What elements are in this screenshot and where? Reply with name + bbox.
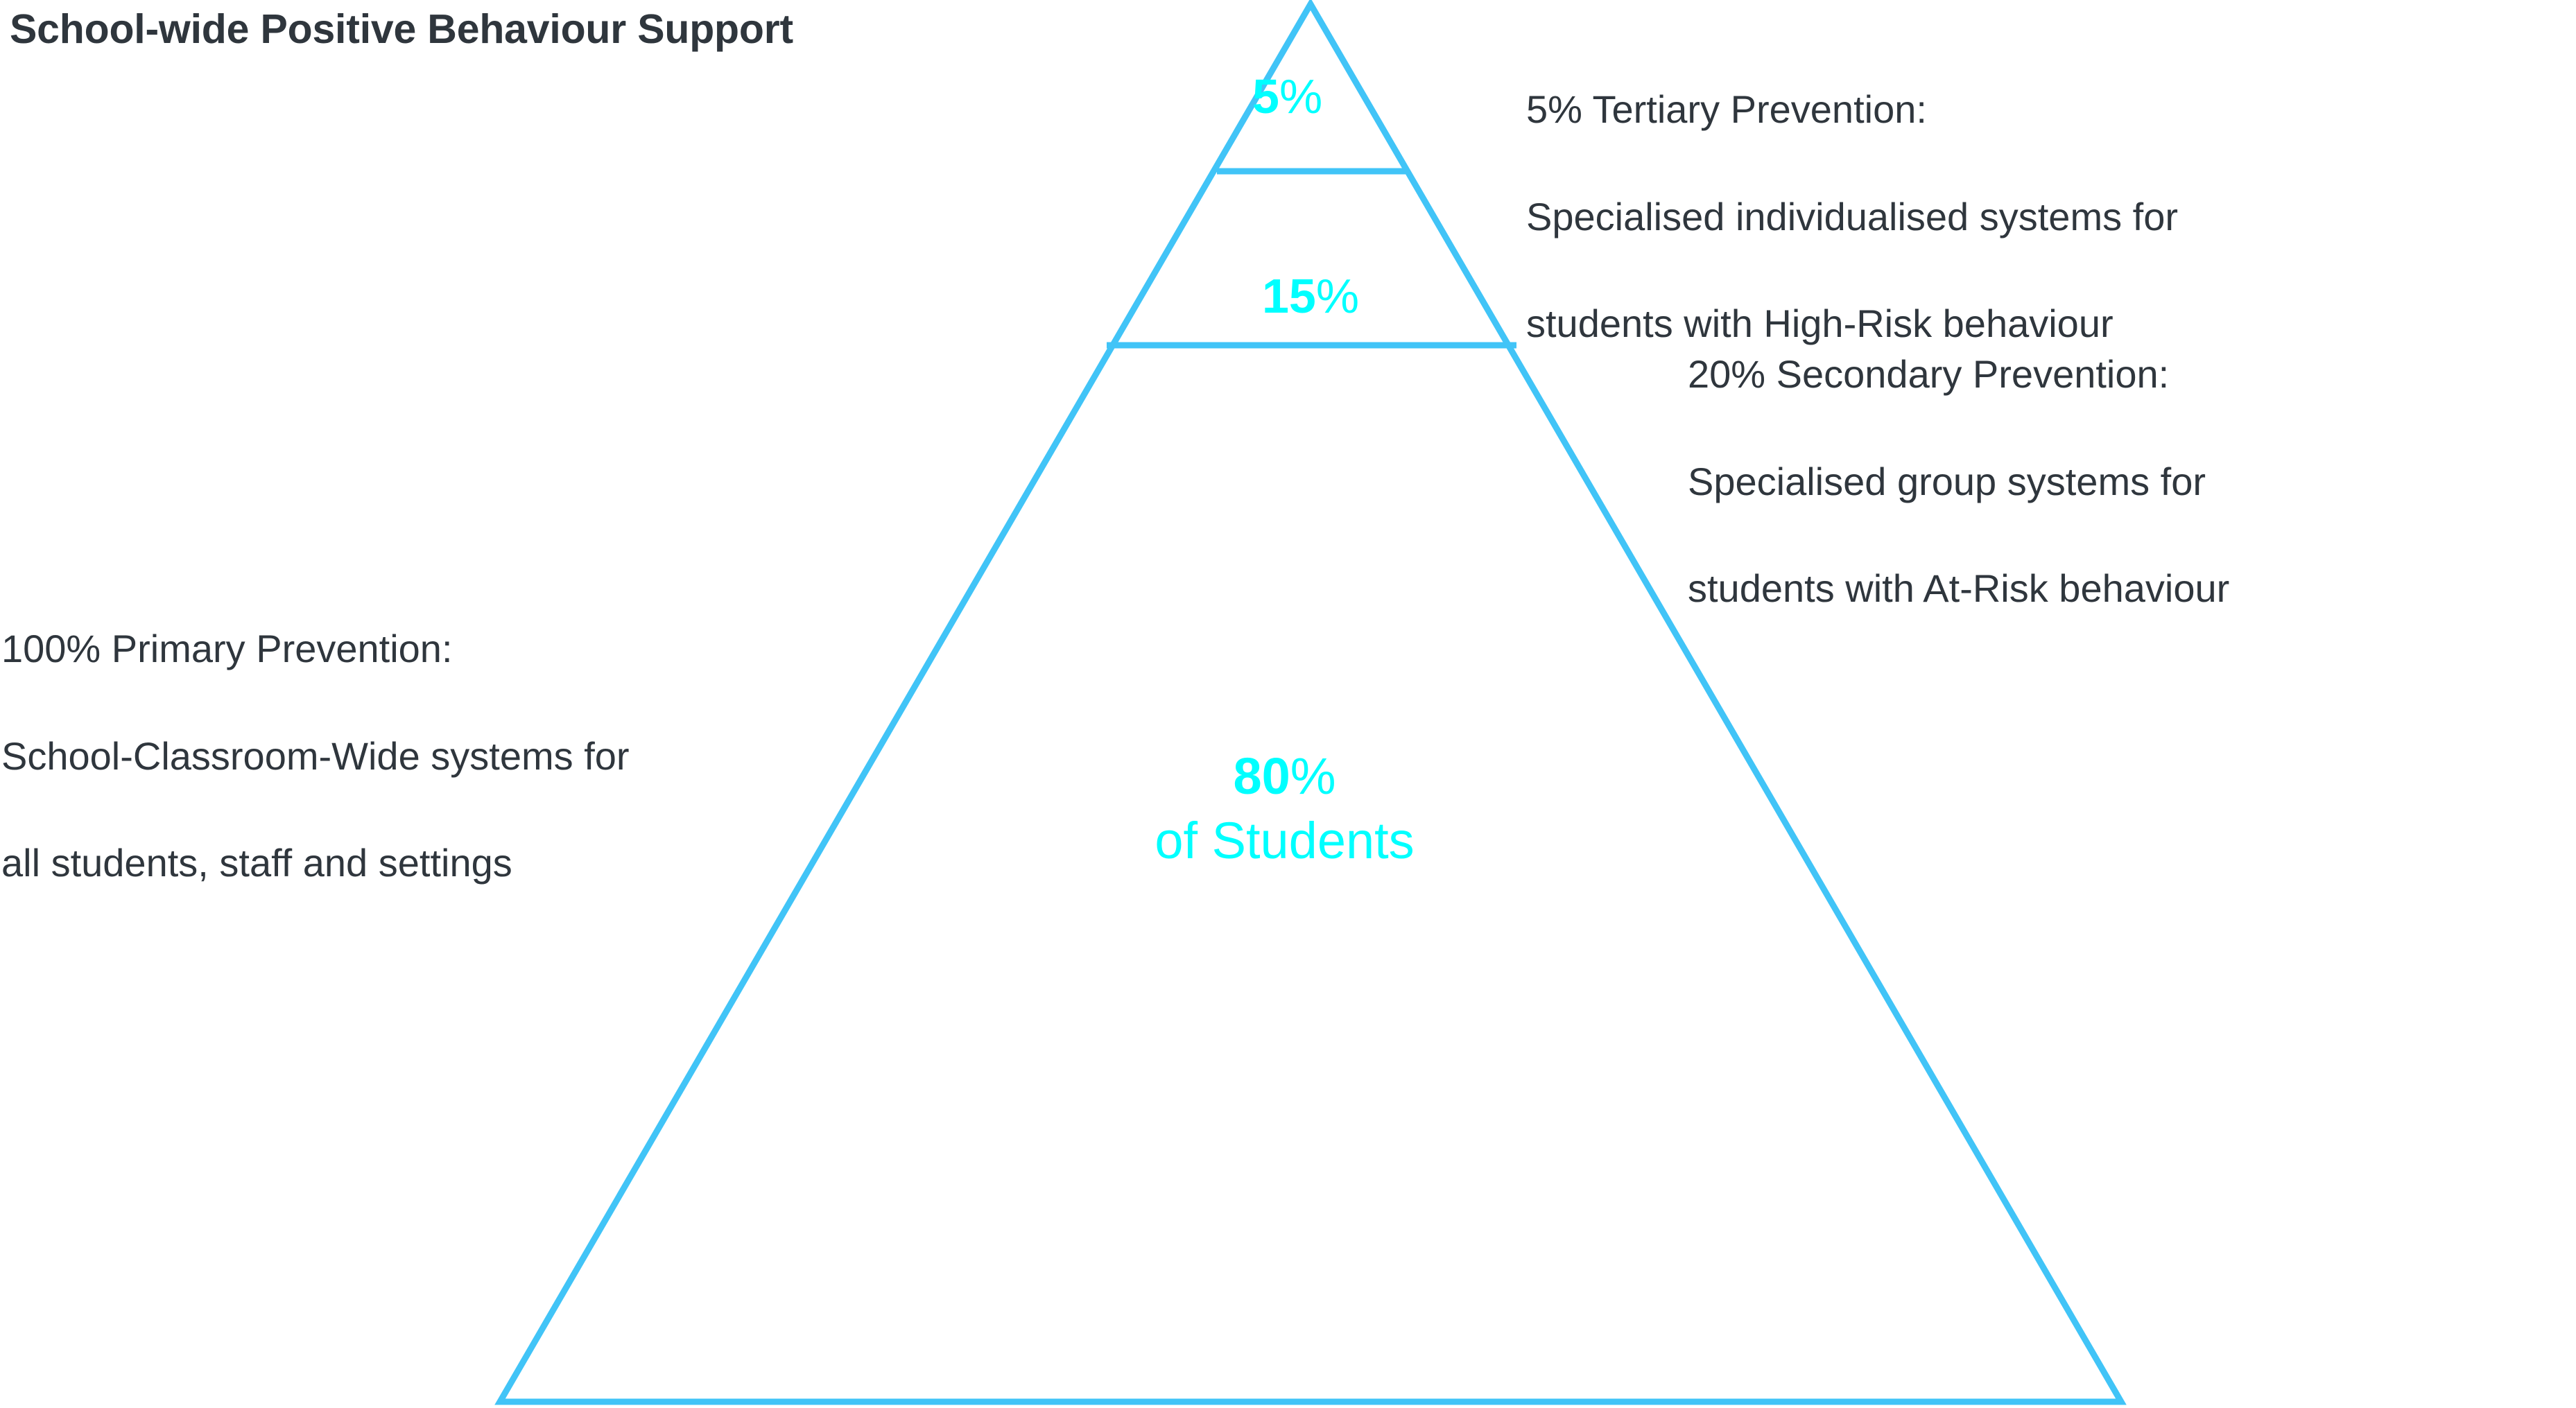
pyramid-band-label-secondary: 15%	[1262, 272, 1359, 320]
annotation-primary-line-2: School-Classroom-Wide systems for	[1, 733, 630, 778]
page-title: School-wide Positive Behaviour Support	[10, 6, 793, 52]
annotation-secondary-line-1: 20% Secondary Prevention:	[1688, 352, 2170, 397]
annotation-secondary-line-2: Specialised group systems for	[1688, 459, 2206, 503]
annotation-tertiary: 5% Tertiary Prevention: Specialised indi…	[1526, 29, 2525, 404]
pyramid-outline	[494, 0, 2127, 1405]
annotation-secondary: 20% Secondary Prevention: Specialised gr…	[1688, 294, 2555, 669]
pyramid-band-label-tertiary: 5%	[1252, 72, 1322, 121]
pyramid-band-value-secondary: 15	[1262, 269, 1316, 323]
annotation-primary-line-1: 100% Primary Prevention:	[1, 627, 453, 671]
pyramid-band-percent-primary: %	[1290, 747, 1336, 805]
annotation-primary: 100% Primary Prevention: School-Classroo…	[1, 568, 924, 944]
pyramid-band-value-line: 80%	[0, 750, 2573, 802]
annotation-secondary-line-3: students with At-Risk behaviour	[1688, 566, 2230, 611]
pyramid-band-percent-tertiary: %	[1279, 69, 1323, 123]
annotation-primary-line-3: all students, staff and settings	[1, 841, 512, 885]
pyramid-band-caption-primary: of Students	[1155, 812, 1415, 870]
annotation-tertiary-line-2: Specialised individualised systems for	[1526, 194, 2178, 238]
pyramid-band-percent-secondary: %	[1315, 269, 1360, 323]
annotation-tertiary-line-1: 5% Tertiary Prevention:	[1526, 87, 1927, 132]
pyramid-band-value-tertiary: 5	[1252, 69, 1279, 123]
pyramid-band-value-primary: 80	[1233, 747, 1290, 805]
pyramid-band-label-primary: 80% of Students	[0, 750, 2576, 879]
annotation-tertiary-line-3: students with High-Risk behaviour	[1526, 302, 2113, 346]
